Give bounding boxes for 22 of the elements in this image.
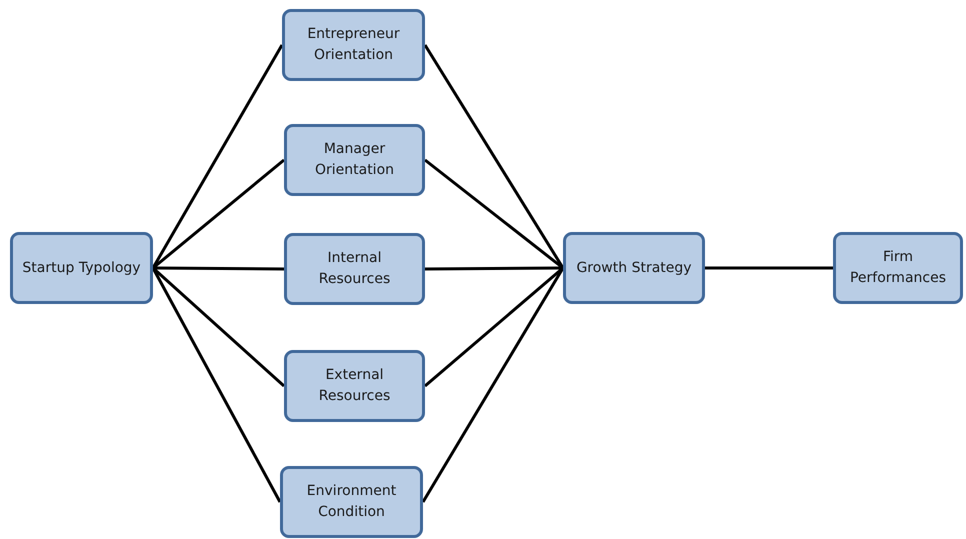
connector-line — [705, 266, 833, 270]
node-label: Manager Orientation — [314, 140, 396, 180]
process-box — [563, 232, 705, 304]
connector-line — [424, 44, 564, 269]
process-box — [282, 9, 425, 81]
node-label: External Resources — [318, 366, 392, 406]
node-label: Internal Resources — [318, 249, 392, 289]
node-label: Entrepreneur Orientation — [306, 25, 401, 65]
process-box — [833, 232, 963, 304]
process-box — [284, 124, 425, 196]
connector-line — [152, 266, 284, 270]
node-label: Firm Performances — [848, 248, 947, 288]
process-box — [10, 232, 153, 304]
process-box — [284, 233, 425, 305]
node-label: Growth Strategy — [575, 258, 693, 278]
process-box — [284, 350, 425, 422]
process-box — [280, 466, 423, 538]
connector-line — [424, 266, 564, 270]
node-label: Startup Typology — [21, 258, 142, 278]
connector-line — [422, 267, 564, 503]
node-label: Environment Condition — [306, 482, 398, 522]
connector-line — [152, 44, 284, 269]
